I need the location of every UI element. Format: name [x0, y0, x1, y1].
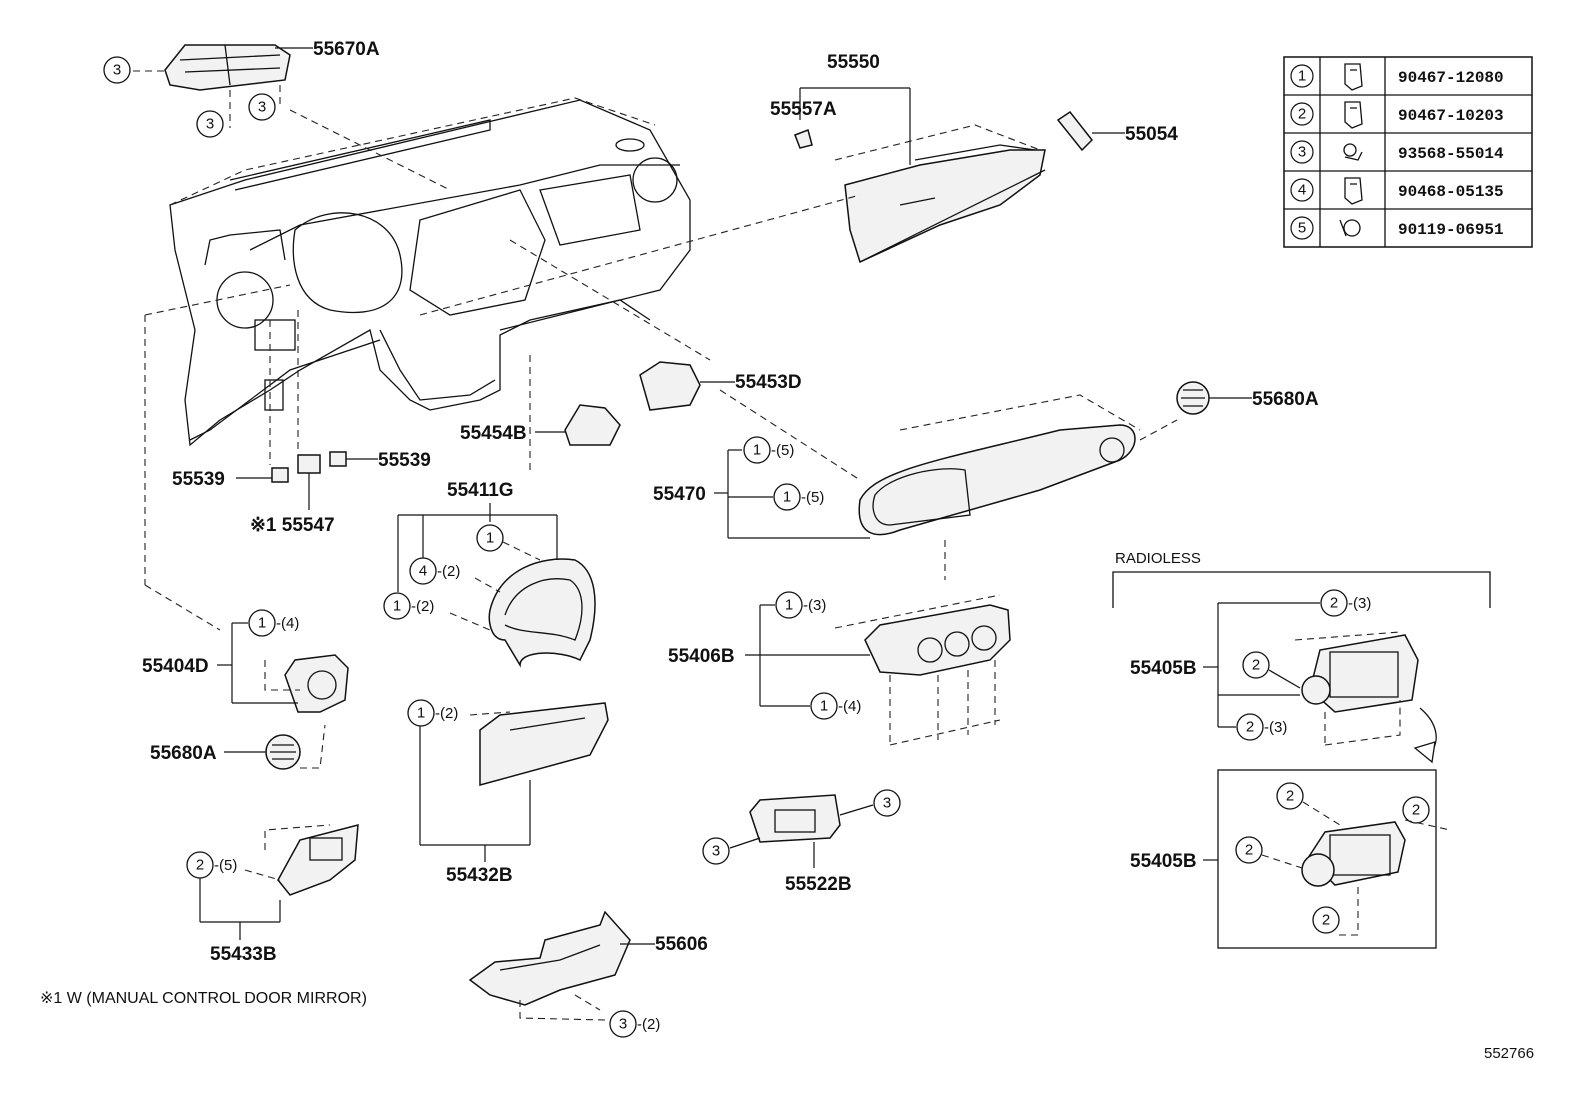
callout-2: 2	[1412, 802, 1420, 819]
label-55406B: 55406B	[668, 646, 735, 667]
table-code-1: 90467-12080	[1398, 69, 1504, 87]
callout-1: 1	[820, 698, 828, 715]
clip-icon	[1344, 101, 1363, 129]
part-55404D-drawing	[284, 654, 349, 713]
label-55606: 55606	[655, 934, 708, 955]
part-55405B-bottom-drawing	[1301, 821, 1406, 887]
table-num-3: 3	[1298, 144, 1306, 161]
clip-icon	[1344, 63, 1363, 91]
table-num-1: 1	[1298, 68, 1306, 85]
arrow-down-icon	[1413, 707, 1437, 764]
label-55411G: 55411G	[447, 480, 514, 501]
label-55405B-bottom: 55405B	[1130, 851, 1197, 872]
part-55670A-drawing	[164, 44, 291, 91]
table-code-3: 93568-55014	[1398, 145, 1504, 163]
label-55453D: 55453D	[735, 372, 802, 393]
label-55550: 55550	[827, 52, 880, 73]
callout-1: 1	[785, 597, 793, 614]
qty-55404D: -(4)	[276, 615, 299, 632]
label-55432B: 55432B	[446, 865, 513, 886]
table-num-4: 4	[1298, 182, 1306, 199]
qty-55406B-b: -(4)	[838, 698, 861, 715]
bolt-icon	[1339, 219, 1361, 237]
qty-55405B-a: -(3)	[1348, 595, 1371, 612]
label-55405B-top: 55405B	[1130, 658, 1197, 679]
footnote: ※1 W (MANUAL CONTROL DOOR MIRROR)	[40, 990, 367, 1007]
label-55557A: 55557A	[770, 99, 837, 120]
label-55404D: 55404D	[142, 656, 209, 677]
qty-55406B-a: -(3)	[803, 597, 826, 614]
table-num-5: 5	[1298, 220, 1306, 237]
callout-2: 2	[196, 857, 204, 874]
callout-1: 1	[393, 598, 401, 615]
callout-1: 1	[258, 615, 266, 632]
screw-icon	[1343, 143, 1363, 161]
callout-1: 1	[753, 442, 761, 459]
callout-2: 2	[1322, 912, 1330, 929]
callout-1: 1	[486, 530, 494, 547]
table-code-5: 90119-06951	[1398, 221, 1504, 239]
label-55547: ※1 55547	[250, 515, 335, 536]
label-55433B: 55433B	[210, 944, 277, 965]
radioless-label: RADIOLESS	[1115, 550, 1201, 567]
label-55522B: 55522B	[785, 874, 852, 895]
diagram-id: 552766	[1484, 1045, 1534, 1062]
part-55470-drawing	[858, 424, 1136, 536]
callout-3: 3	[258, 99, 266, 116]
qty-55470-b: -(5)	[801, 489, 824, 506]
part-55406B-drawing	[864, 604, 1011, 676]
label-55680A-right: 55680A	[1252, 389, 1319, 410]
label-55054: 55054	[1125, 124, 1178, 145]
part-55432B-drawing	[479, 702, 609, 786]
qty-55405B-b: -(3)	[1264, 719, 1287, 736]
label-55539-left: 55539	[172, 469, 225, 490]
part-55550-drawing	[844, 144, 1046, 264]
part-55405B-top-drawing	[1301, 634, 1419, 713]
label-55539-right: 55539	[378, 450, 431, 471]
table-code-4: 90468-05135	[1398, 183, 1504, 201]
callout-2: 2	[1252, 657, 1260, 674]
label-55470: 55470	[653, 484, 706, 505]
callout-2: 2	[1286, 788, 1294, 805]
qty-55411G-b: -(2)	[411, 598, 434, 615]
instrument-panel-drawing	[169, 99, 691, 447]
part-55433B-drawing	[277, 824, 359, 896]
callout-3: 3	[619, 1016, 627, 1033]
qty-55411G-a: -(2)	[437, 563, 460, 580]
label-55670A: 55670A	[313, 39, 380, 60]
table-code-2: 90467-10203	[1398, 107, 1504, 125]
qty-55606: -(2)	[637, 1016, 660, 1033]
label-55454B: 55454B	[460, 423, 527, 444]
qty-55432B: -(2)	[435, 705, 458, 722]
label-55680A-left: 55680A	[150, 743, 217, 764]
part-55522B-drawing	[749, 794, 841, 843]
fastener-table: 1 90467-12080 2 90467-10203 3 93568-5501…	[1283, 56, 1533, 248]
callout-4: 4	[419, 563, 427, 580]
callout-1: 1	[783, 489, 791, 506]
part-55411G-drawing	[488, 558, 596, 668]
callout-3: 3	[883, 795, 891, 812]
callout-2: 2	[1245, 842, 1253, 859]
qty-55433B: -(5)	[214, 857, 237, 874]
callout-1: 1	[417, 705, 425, 722]
part-55606-drawing	[468, 910, 631, 1006]
callout-3: 3	[712, 843, 720, 860]
callout-3: 3	[206, 116, 214, 133]
callout-3: 3	[113, 62, 121, 79]
qty-55470-a: -(5)	[771, 442, 794, 459]
clip-icon	[1344, 177, 1363, 205]
table-num-2: 2	[1298, 106, 1306, 123]
callout-2: 2	[1246, 719, 1254, 736]
callout-2: 2	[1330, 595, 1338, 612]
